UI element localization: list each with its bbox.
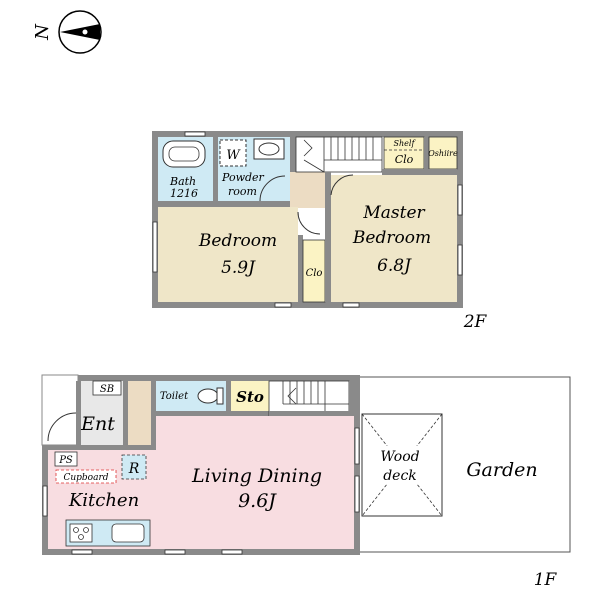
deck-label-2: deck [383,468,417,484]
master-bedroom [331,175,457,302]
2f-hall-floor [290,172,330,208]
basin-bowl [258,142,280,156]
powder-label: Powder [221,171,265,184]
bath-wall [213,137,218,201]
master-size-label: 6.8J [377,256,412,276]
2f-stairs [295,136,383,173]
stove-icon [69,523,93,543]
master-label: Master [362,203,425,223]
sink-icon [111,523,145,543]
first-floor: SB Ent Toilet Sto [41,374,571,590]
entrance-label: Ent [80,413,115,435]
washer-label: W [226,148,241,163]
cupboard [55,469,117,484]
compass-pivot [82,29,88,35]
oshiire-label: Oshiire [428,149,458,158]
toilet-label: Toilet [160,391,189,402]
washbasin-icon [253,138,285,160]
hall-wall [290,137,296,172]
powder-room-label: room [228,185,257,198]
1f-stairs [268,380,350,417]
shoe-box-label: SB [100,384,114,395]
shelf-closet [383,136,425,170]
2f-windows [152,131,463,308]
fridge-space [121,454,147,480]
oshiire-closet [428,136,458,170]
porch [41,374,79,446]
compass-north-label: N [32,23,53,41]
pipe-space-label: PS [58,455,73,466]
bedroom-label: Bedroom [198,231,277,251]
toilet-tank-icon [216,387,224,405]
washer-space [219,139,247,167]
master-bedroom-label: Bedroom [352,228,431,248]
1f-hall [123,381,155,445]
front-door-swing [47,412,77,442]
2f-floor-label: 2F [463,312,488,332]
storage [231,381,269,411]
shelf-clo-label: Clo [395,153,414,166]
bedroom-door-swing [297,211,321,235]
bath-size-label: 1216 [170,187,198,200]
compass: N [32,10,102,54]
powder-door-swing [259,175,286,202]
storage-label: Sto [236,388,264,406]
bathtub-inner [168,146,200,162]
bedroom-size-label: 5.9J [221,258,256,278]
garden-boundary [360,376,571,553]
pipe-space [54,451,78,467]
toilet-bowl-icon [197,388,219,404]
bedroom [158,207,298,302]
living-dining [156,416,354,549]
bath-label: Bath [169,175,196,188]
compass-needle-icon [60,24,100,40]
1f-windows [42,427,360,555]
living-label: Living Dining [191,465,322,487]
second-floor: Bath 1216 W Powder room [152,131,488,332]
bath-bottom-wall [158,201,290,207]
deck-label: Wood [380,449,419,465]
shelf-label: Shelf [394,139,417,148]
kitchen-label: Kitchen [68,490,139,511]
closet-label: Clo [306,268,323,279]
living-size-label: 9.6J [238,490,277,512]
fridge-label: R [128,461,140,477]
cupboard-label: Cupboard [63,473,108,483]
1f-floor-label: 1F [534,570,558,590]
garden-label: Garden [466,459,537,481]
master-door-swing [330,174,354,196]
shoe-box [92,380,122,396]
